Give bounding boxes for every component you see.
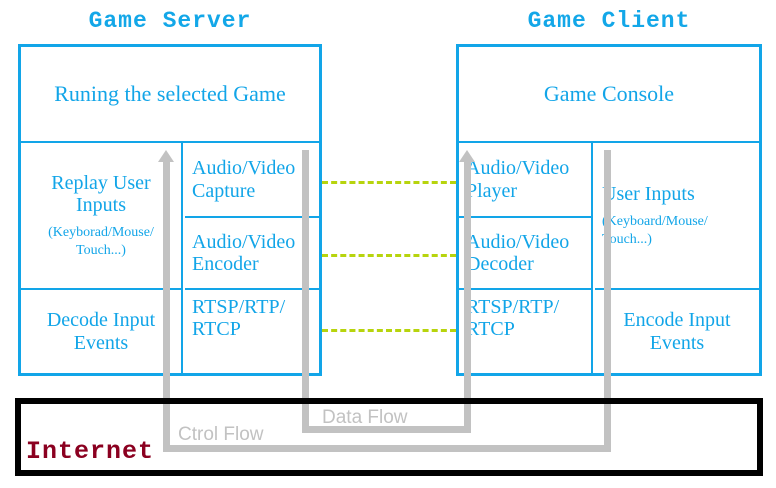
client-cell-av-player: Audio/Video Player bbox=[459, 143, 591, 218]
client-header-cell: Game Console bbox=[459, 47, 759, 143]
server-av-capture-label: Audio/Video Capture bbox=[192, 157, 296, 202]
client-user-inputs-label: User Inputs bbox=[602, 182, 695, 205]
client-av-decoder-label: Audio/Video Decoder bbox=[466, 230, 570, 275]
server-replay-user-inputs-label: Replay User Inputs bbox=[51, 171, 151, 216]
server-lower-grid: Replay User Inputs (Keyborad/Mouse/ Touc… bbox=[21, 143, 319, 373]
ctrol-flow-label: Ctrol Flow bbox=[178, 424, 264, 445]
server-av-encoder-label: Audio/Video Encoder bbox=[192, 230, 296, 275]
internet-box bbox=[15, 398, 763, 476]
client-encode-input-events-label: Encode Input Events bbox=[623, 309, 731, 354]
server-header-cell: Runing the selected Game bbox=[21, 47, 319, 143]
ctrol-flow-segment-horizontal bbox=[163, 445, 611, 452]
client-cell-user-inputs: User Inputs (Keyboard/Mouse/ Touch...) bbox=[595, 143, 759, 290]
client-av-player-label: Audio/Video Player bbox=[466, 157, 570, 202]
server-cell-decode-input-events: Decode Input Events bbox=[21, 290, 181, 373]
game-server-title: Game Server bbox=[88, 8, 252, 34]
client-user-inputs-sub: (Keyboard/Mouse/ Touch...) bbox=[602, 214, 708, 247]
client-rtsp-rtp-rtcp-label: RTSP/RTP/ RTCP bbox=[466, 296, 560, 341]
server-cell-replay-user-inputs: Replay User Inputs (Keyborad/Mouse/ Touc… bbox=[21, 143, 181, 290]
av-link-encoder-decoder bbox=[322, 254, 456, 257]
data-flow-arrowhead-icon bbox=[459, 150, 475, 162]
server-cell-av-encoder: Audio/Video Encoder bbox=[185, 218, 319, 290]
client-header-label: Game Console bbox=[543, 81, 675, 107]
data-flow-segment-server-vertical bbox=[302, 150, 309, 433]
data-flow-segment-horizontal bbox=[302, 426, 471, 433]
server-rtsp-rtp-rtcp-label: RTSP/RTP/ RTCP bbox=[192, 296, 286, 341]
game-client-title: Game Client bbox=[527, 8, 691, 34]
client-cell-av-decoder: Audio/Video Decoder bbox=[459, 218, 591, 290]
client-lower-grid: Audio/Video Player Audio/Video Decoder R… bbox=[459, 143, 759, 373]
server-left-column: Replay User Inputs (Keyborad/Mouse/ Touc… bbox=[21, 143, 183, 373]
av-link-rtsp-rtsp bbox=[322, 329, 456, 332]
data-flow-label: Data Flow bbox=[322, 407, 408, 428]
ctrol-flow-arrowhead-icon bbox=[158, 150, 174, 162]
av-link-capture-player bbox=[322, 181, 456, 184]
server-replay-user-inputs-sub: (Keyborad/Mouse/ Touch...) bbox=[48, 225, 154, 258]
client-cell-rtsp-rtp-rtcp: RTSP/RTP/ RTCP bbox=[459, 290, 591, 373]
server-header-label: Runing the selected Game bbox=[54, 81, 286, 107]
ctrol-flow-segment-client-vertical bbox=[604, 150, 611, 452]
client-right-column: User Inputs (Keyboard/Mouse/ Touch...) E… bbox=[595, 143, 759, 373]
game-server-box: Runing the selected Game Replay User Inp… bbox=[18, 44, 322, 376]
data-flow-segment-client-vertical bbox=[464, 160, 471, 433]
ctrol-flow-segment-server-vertical bbox=[163, 160, 170, 452]
server-cell-av-capture: Audio/Video Capture bbox=[185, 143, 319, 218]
internet-label: Internet bbox=[26, 437, 155, 466]
client-cell-encode-input-events: Encode Input Events bbox=[595, 290, 759, 373]
server-right-column: Audio/Video Capture Audio/Video Encoder … bbox=[185, 143, 319, 373]
server-decode-input-events-label: Decode Input Events bbox=[46, 309, 156, 354]
game-client-box: Game Console Audio/Video Player Audio/Vi… bbox=[456, 44, 762, 376]
client-left-column: Audio/Video Player Audio/Video Decoder R… bbox=[459, 143, 593, 373]
server-cell-rtsp-rtp-rtcp: RTSP/RTP/ RTCP bbox=[185, 290, 319, 373]
